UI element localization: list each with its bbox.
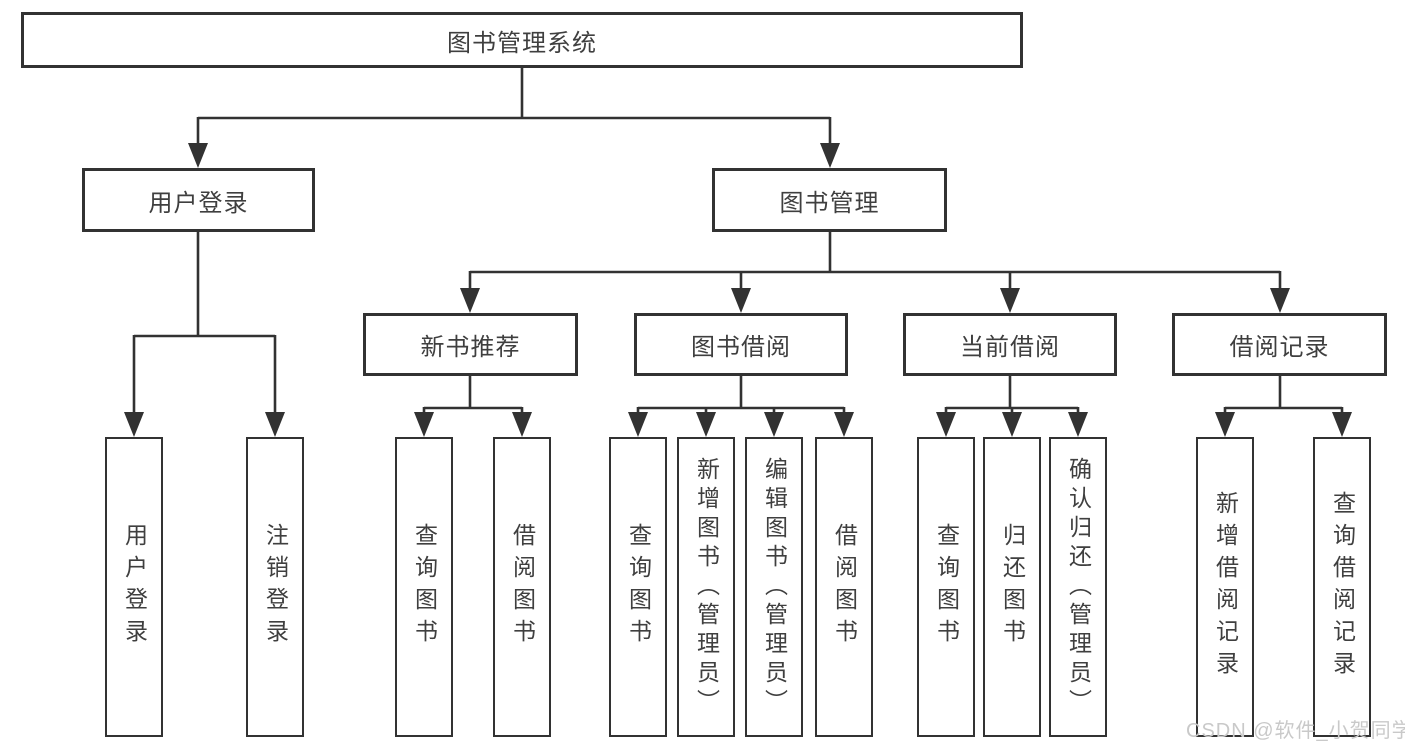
node-current-borrow: 当前借阅 [903, 313, 1117, 376]
leaf-query-book-borrow: 查询图书 [609, 437, 667, 737]
node-new-book-recommend: 新书推荐 [363, 313, 578, 376]
leaf-borrow-book: 借阅图书 [815, 437, 873, 737]
csdn-watermark: CSDN @软件_小贺同学 [1186, 720, 1405, 742]
node-book-borrow: 图书借阅 [634, 313, 848, 376]
leaf-add-borrow-record: 新增借阅记录 [1196, 437, 1254, 737]
node-user-login: 用户登录 [82, 168, 315, 232]
leaf-query-book-current: 查询图书 [917, 437, 975, 737]
node-library-management-system: 图书管理系统 [21, 12, 1023, 68]
node-book-management: 图书管理 [712, 168, 947, 232]
leaf-borrow-book-recommend: 借阅图书 [493, 437, 551, 737]
leaf-query-borrow-record: 查询借阅记录 [1313, 437, 1371, 737]
node-borrow-records: 借阅记录 [1172, 313, 1387, 376]
leaf-edit-book-admin: 编辑图书（管理员） [745, 437, 803, 737]
leaf-add-book-admin: 新增图书（管理员） [677, 437, 735, 737]
leaf-user-login: 用户登录 [105, 437, 163, 737]
leaf-return-book: 归还图书 [983, 437, 1041, 737]
leaf-confirm-return-admin: 确认归还（管理员） [1049, 437, 1107, 737]
leaf-logout: 注销登录 [246, 437, 304, 737]
leaf-query-book-recommend: 查询图书 [395, 437, 453, 737]
